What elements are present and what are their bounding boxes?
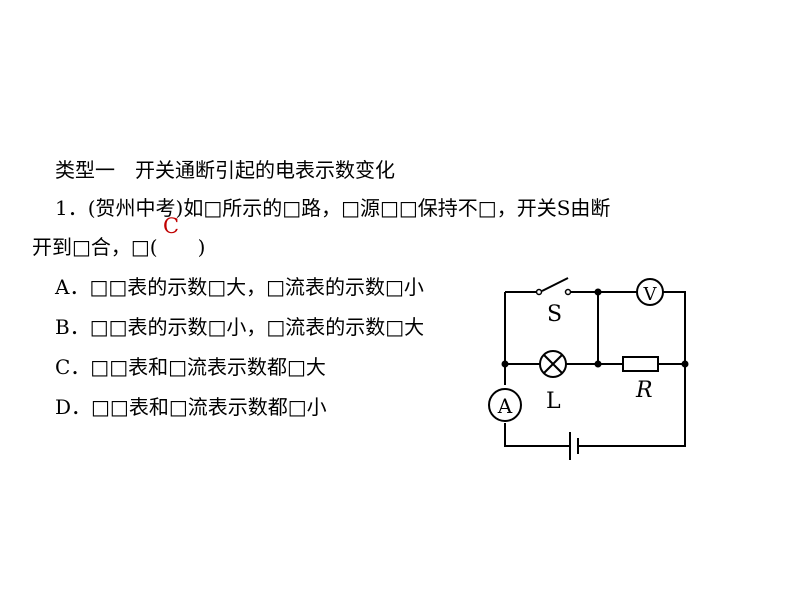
circuit-diagram: S V L R A (488, 277, 689, 460)
left-lower-wire (504, 423, 570, 447)
option-c: C．□□表和□流表示数都□大 (55, 355, 326, 379)
switch-label: S (547, 302, 562, 327)
lamp-cross-2 (543, 354, 563, 374)
resistor-body (622, 356, 659, 372)
answer-mark: C (163, 214, 180, 238)
option-d: D．□□表和□流表示数都□小 (55, 395, 327, 419)
ammeter-label: A (497, 394, 513, 418)
switch-contact-left (535, 288, 543, 296)
junction-dot-center (594, 360, 602, 368)
question-line-2: 开到□合，□( ) (32, 235, 206, 259)
question-line-1: 1．(贺州中考)如□所示的□路，□源□□保持不□，开关S由断 (55, 196, 611, 220)
option-a: A．□□表的示数□大，□流表的示数□小 (55, 275, 424, 299)
junction-dot-right (681, 360, 689, 368)
junction-dot-top (594, 288, 602, 296)
bottom-wire-right (578, 364, 686, 447)
ammeter-circle (488, 388, 522, 422)
lamp-label: L (546, 389, 561, 414)
voltmeter-circle (636, 278, 664, 306)
switch-contact-right (564, 288, 572, 296)
voltmeter-wire-right (662, 291, 686, 364)
section-heading: 类型一 开关通断引起的电表示数变化 (55, 158, 395, 182)
switch-blade (541, 277, 569, 292)
voltmeter-label: V (643, 284, 658, 305)
resistor-label: R (635, 378, 653, 403)
junction-dot-left (501, 360, 509, 368)
option-b: B．□□表的示数□小，□流表的示数□大 (55, 315, 425, 339)
